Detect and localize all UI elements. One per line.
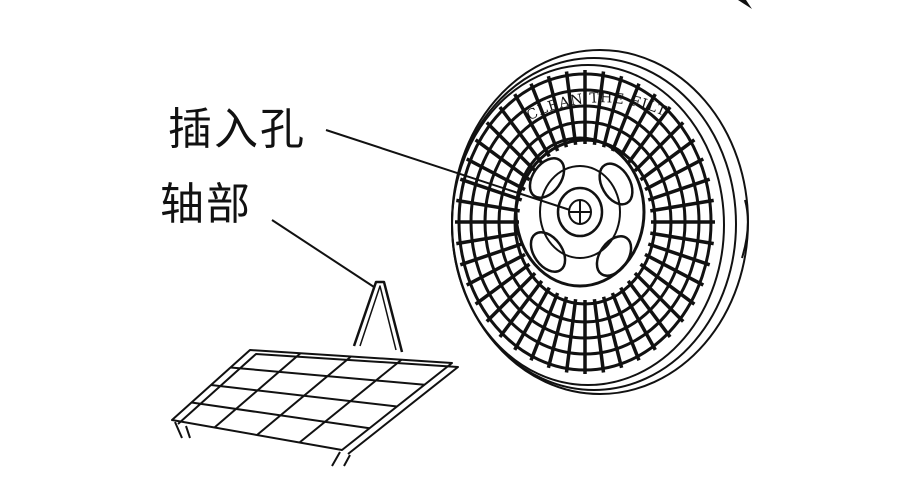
mesh-spoke	[639, 262, 696, 306]
mesh-spoke	[459, 177, 523, 202]
mesh-spoke	[498, 279, 544, 338]
mesh-spoke	[592, 71, 606, 146]
wire-rack	[171, 280, 459, 467]
mesh-spoke	[633, 271, 685, 323]
mesh-spoke	[639, 138, 696, 182]
mesh-spoke	[601, 296, 624, 369]
mesh-spoke	[619, 286, 657, 351]
mesh-spoke	[610, 292, 641, 361]
leader-line-insertion-hole	[325, 129, 571, 211]
rack-wire	[230, 366, 425, 386]
mesh-spoke	[529, 292, 560, 361]
label-insertion-hole: 插入孔	[168, 104, 306, 155]
mesh-spoke	[647, 242, 711, 267]
mesh-spoke	[456, 198, 520, 213]
mesh-spoke	[459, 242, 523, 267]
mesh-spoke	[529, 83, 560, 152]
mesh-spoke	[546, 75, 569, 148]
round-filter	[451, 49, 749, 395]
rack-leg-right	[331, 451, 351, 467]
rack-mesh	[191, 352, 425, 444]
mesh-spoke	[456, 231, 520, 246]
mesh-spoke	[644, 252, 705, 287]
filter-imprint-text: CLEAN THE FILTER	[0, 0, 669, 124]
mesh-spoke	[633, 121, 685, 173]
filter-mesh-grid	[455, 70, 715, 374]
mesh-spoke	[647, 177, 711, 202]
label-shaft: 轴部	[160, 179, 252, 230]
mesh-spoke	[592, 298, 606, 373]
mesh-spoke	[485, 271, 537, 323]
mesh-spoke	[601, 75, 624, 148]
mesh-spoke	[546, 296, 569, 369]
mesh-spoke	[485, 121, 537, 173]
mesh-spoke	[650, 198, 714, 213]
mesh-spoke	[465, 252, 526, 287]
mesh-spoke	[564, 71, 578, 146]
mesh-spoke	[474, 138, 531, 182]
mesh-spoke	[650, 231, 714, 246]
mesh-spoke	[474, 262, 531, 306]
mesh-spoke	[619, 93, 657, 158]
mesh-spoke	[513, 286, 551, 351]
shaft-stand	[352, 280, 404, 353]
rack-leg-left	[174, 421, 191, 439]
mesh-spoke	[513, 93, 551, 158]
mesh-spoke	[644, 157, 705, 192]
rack-wire	[191, 401, 370, 430]
mesh-spoke	[498, 106, 544, 165]
rack-wire	[210, 384, 398, 408]
mesh-spoke	[626, 279, 672, 338]
corner-arrow-fragment	[738, 0, 752, 9]
mesh-spoke	[465, 157, 526, 192]
mesh-spoke	[626, 106, 672, 165]
mesh-spoke	[564, 298, 578, 373]
mesh-spoke	[610, 83, 641, 152]
leader-line-shaft	[271, 219, 375, 288]
